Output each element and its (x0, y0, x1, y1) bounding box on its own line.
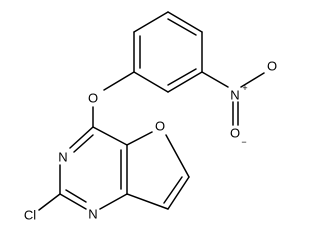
bond-nitro-o-top (240, 72, 265, 88)
atom-nitro-minus-charge: − (241, 137, 246, 147)
bond-c6-c7 (167, 176, 190, 210)
atom-furan-oxygen: O (155, 119, 165, 134)
bond-c7-c7a (126, 193, 169, 210)
bond-c6-c7-inner (163, 176, 183, 204)
atom-nitro-oxygen-top: O (267, 59, 277, 74)
atom-nitro-plus-charge: + (242, 83, 247, 93)
nitrophenyl-ring (133, 11, 203, 93)
chemical-structure: O N + O O − O N N Cl (24, 11, 277, 223)
bond-ring-bottom-right-inner (167, 68, 197, 86)
atom-pyrimidine-n1: N (88, 207, 97, 222)
bond-ring-top-right (167, 11, 203, 33)
bond-ring-to-nitro (201, 71, 229, 88)
furan-ring (126, 131, 190, 210)
atom-chlorine: Cl (24, 208, 36, 223)
bond-c2-cl (38, 193, 61, 211)
bond-c2-n1 (59, 193, 87, 210)
bond-o-furan-c6 (165, 134, 190, 178)
nitro-group (201, 71, 265, 126)
bond-c2-n1-inner (65, 189, 87, 203)
bond-c4a-o-furan (126, 131, 153, 146)
atom-pyrimidine-n3: N (58, 150, 67, 165)
bond-ring-bottom-left (133, 71, 169, 93)
atom-ether-oxygen: O (88, 91, 98, 106)
bond-c4-n3 (69, 126, 94, 149)
bond-c4-n3-inner (73, 134, 94, 153)
atom-nitro-nitrogen: N (230, 88, 239, 103)
ether-linkage (92, 71, 135, 128)
bond-ring-top-left (133, 11, 169, 33)
pyrimidine-ring (59, 126, 128, 210)
atom-nitro-oxygen-bottom: O (230, 126, 240, 141)
bond-c4-c4a (92, 126, 128, 146)
bond-ring-to-ether-o (103, 71, 135, 91)
bond-ring-bottom-right (167, 71, 203, 93)
bond-n1-c7a (99, 193, 128, 210)
bond-ring-top-right-inner (167, 18, 197, 36)
